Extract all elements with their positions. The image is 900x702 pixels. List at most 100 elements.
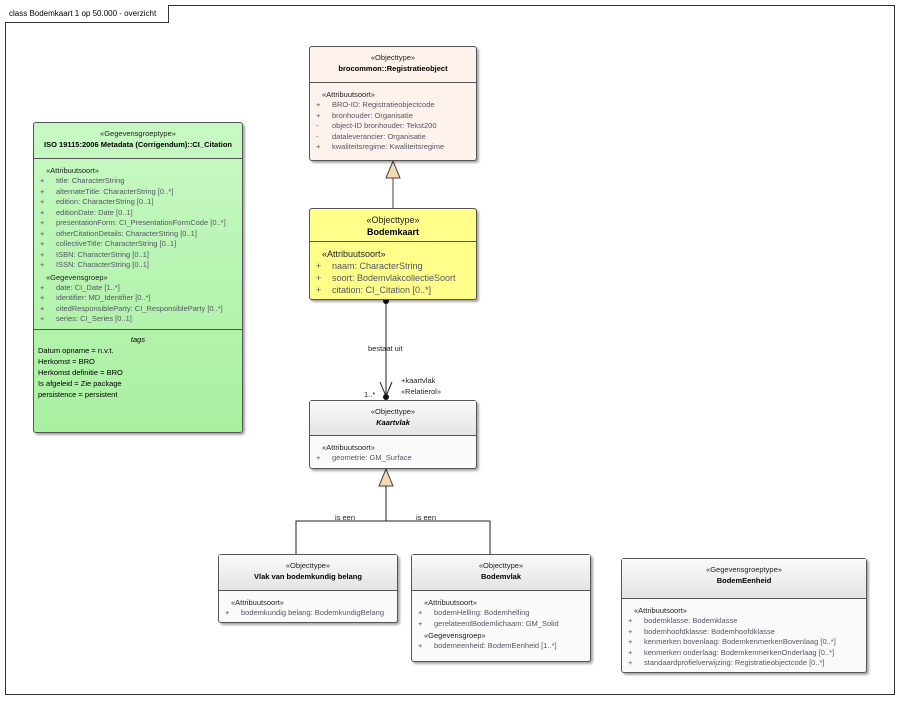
generalization-line [295, 520, 491, 555]
visibility-marker: + [628, 626, 633, 636]
attribute[interactable]: - object-ID bronhouder: Tekst200 [316, 121, 476, 132]
attribute[interactable]: + gerelateerdBodemlichaam: GM_Solid [418, 619, 590, 630]
attribute-text: bodemHelling: Bodemhelling [434, 608, 530, 617]
visibility-marker: + [316, 261, 322, 271]
attribute[interactable]: + soort: BodemvlakcollectieSoort [316, 272, 476, 284]
class-bodemvlak[interactable]: «Objecttype» Bodemvlak«Attribuutsoort» +… [411, 554, 591, 662]
tag-value: Herkomst definitie = BRO [38, 367, 123, 377]
attribute-text: alternateTitle: CharacterString [0..*] [56, 186, 174, 196]
attribute-compartment: «Attribuutsoort» + naam: CharacterString… [310, 242, 476, 296]
attribute-text: bodemklasse: Bodemklasse [644, 616, 738, 625]
visibility-marker: + [418, 641, 423, 650]
class-registratieobject[interactable]: «Objecttype» brocommon::Registratieobjec… [309, 46, 477, 161]
association-label: bestaat uit [368, 344, 403, 353]
attribute[interactable]: + citedResponsibleParty: CI_ResponsibleP… [40, 304, 242, 315]
class-header: «Gegevensgroeptype» BodemEenheid [622, 559, 866, 599]
attribute[interactable]: + editionDate: Date [0..1] [40, 208, 242, 219]
attribute-text: title: CharacterString [56, 176, 125, 185]
attribute-text: citation: CI_Citation [0..*] [332, 285, 432, 295]
attribute-compartment: «Attribuutsoort» + geometrie: GM_Surface [310, 436, 476, 464]
attribute[interactable]: - dataleverancier: Organisatie [316, 132, 476, 143]
attribute[interactable]: + bodemeenheid: BodemEenheid [1..*] [418, 641, 590, 652]
attribute[interactable]: + kwaliteitsregime: Kwaliteitsregime [316, 142, 476, 153]
section-stereotype: «Attribuutsoort» [322, 443, 375, 452]
generalization-arrowhead [378, 467, 394, 487]
section-stereotype: «Attribuutsoort» [322, 90, 375, 99]
attribute[interactable]: + edition: CharacterString [0..1] [40, 197, 242, 208]
visibility-marker: + [40, 218, 45, 227]
attribute[interactable]: + presentationForm: CI_PresentationFormC… [40, 218, 242, 229]
attribute[interactable]: + bronhouder: Organisatie [316, 111, 476, 122]
visibility-marker: + [316, 273, 322, 283]
attribute[interactable]: + ISSN: CharacterString [0..1] [40, 260, 242, 271]
class-header: «Objecttype» Vlak van bodemkundig belang [219, 555, 397, 591]
class-ci-citation[interactable]: «Gegevensgroeptype» ISO 19115:2006 Metad… [33, 122, 243, 433]
attribute[interactable]: + citation: CI_Citation [0..*] [316, 284, 476, 296]
attribute-text: object-ID bronhouder: Tekst200 [332, 121, 437, 130]
attribute[interactable]: + kenmerken onderlaag: BodemkenmerkenOnd… [628, 648, 866, 659]
tags-title: tags [130, 334, 146, 344]
visibility-marker: + [40, 293, 45, 302]
attribute-compartment: «Attribuutsoort» + BRO-ID: Registratieob… [310, 83, 476, 153]
visibility-marker: + [316, 453, 321, 462]
class-stereotype: «Objecttype» [370, 53, 416, 62]
class-bodemeenheid[interactable]: «Gegevensgroeptype» BodemEenheid«Attribu… [621, 558, 867, 673]
tag-value: Datum opname = n.v.t. [38, 345, 114, 355]
section-stereotype: «Attribuutsoort» [46, 166, 99, 175]
attribute[interactable]: + otherCitationDetails: CharacterString … [40, 229, 242, 240]
attribute[interactable]: + alternateTitle: CharacterString [0..*] [40, 187, 242, 198]
class-stereotype: «Objecttype» [366, 215, 420, 225]
visibility-marker: - [316, 131, 319, 141]
attribute[interactable]: + title: CharacterString [40, 176, 242, 187]
attribute-text: presentationForm: CI_PresentationFormCod… [56, 218, 226, 227]
class-stereotype: «Gegevensgroeptype» [100, 129, 176, 138]
class-vlak-van-bodemkundig-belang[interactable]: «Objecttype» Vlak van bodemkundig belang… [218, 554, 398, 623]
attribute-text: ISSN: CharacterString [0..1] [56, 260, 149, 269]
attribute[interactable]: + bodemklasse: Bodemklasse [628, 616, 866, 627]
attribute[interactable]: + kenmerken bovenlaag: BodemkenmerkenBov… [628, 637, 866, 648]
attribute[interactable]: + bodemhoofdklasse: Bodemhoofdklasse [628, 627, 866, 638]
attribute-text: geometrie: GM_Surface [332, 453, 412, 462]
attribute[interactable]: + bodemHelling: Bodemhelling [418, 608, 590, 619]
visibility-marker: + [316, 110, 321, 120]
attribute[interactable]: + date: CI_Date [1..*] [40, 283, 242, 294]
attribute-text: standaardprofielverwijzing: Registratieo… [644, 658, 825, 667]
attribute[interactable]: + geometrie: GM_Surface [316, 453, 476, 464]
attribute[interactable]: + ISBN: CharacterString [0..1] [40, 250, 242, 261]
attribute[interactable]: + collectiveTitle: CharacterString [0..1… [40, 239, 242, 250]
diagram-title: class Bodemkaart 1 op 50.000 - overzicht [5, 5, 170, 23]
attribute-text: identifier: MD_Identifier [0..*] [56, 293, 151, 302]
class-stereotype: «Objecttype» [285, 561, 331, 570]
attribute-compartment: «Attribuutsoort» + bodemkundig belang: B… [219, 591, 397, 619]
class-header: «Objecttype» Kaartvlak [310, 401, 476, 436]
attribute-text: bodemkundig belang: BodemkundigBelang [241, 608, 385, 617]
attribute[interactable]: + naam: CharacterString [316, 260, 476, 272]
class-name: BodemEenheid [716, 576, 772, 585]
attribute-text: bronhouder: Organisatie [332, 110, 413, 120]
attribute[interactable]: + series: CI_Series [0..1] [40, 314, 242, 325]
attribute-text: dataleverancier: Organisatie [332, 131, 426, 141]
section-stereotype: «Attribuutsoort» [231, 598, 284, 607]
class-name: brocommon::Registratieobject [338, 64, 448, 73]
class-header: «Gegevensgroeptype» ISO 19115:2006 Metad… [34, 123, 242, 159]
class-bodemkaart[interactable]: «Objecttype» Bodemkaart«Attribuutsoort» … [309, 208, 477, 300]
attribute-text: kenmerken bovenlaag: BodemkenmerkenBoven… [644, 637, 836, 646]
attribute[interactable]: + BRO-ID: Registratieobjectcode [316, 100, 476, 111]
attribute-compartment: «Attribuutsoort» + bodemklasse: Bodemkla… [622, 599, 866, 669]
attribute[interactable]: + bodemkundig belang: BodemkundigBelang [225, 608, 397, 619]
generalization-label: is een [416, 513, 437, 522]
attribute-text: naam: CharacterString [332, 261, 423, 271]
class-stereotype: «Objecttype» [478, 561, 524, 570]
attribute-text: gerelateerdBodemlichaam: GM_Solid [434, 618, 559, 628]
visibility-marker: + [40, 176, 45, 185]
visibility-marker: + [40, 303, 45, 313]
role-label: +kaartvlak [401, 376, 436, 385]
visibility-marker: + [628, 658, 633, 667]
visibility-marker: + [418, 608, 423, 617]
attribute[interactable]: + standaardprofielverwijzing: Registrati… [628, 658, 866, 669]
class-kaartvlak[interactable]: «Objecttype» Kaartvlak«Attribuutsoort» +… [309, 400, 477, 469]
attribute[interactable]: + identifier: MD_Identifier [0..*] [40, 293, 242, 304]
section-stereotype: «Attribuutsoort» [634, 606, 687, 615]
class-name: Bodemvlak [480, 572, 522, 581]
